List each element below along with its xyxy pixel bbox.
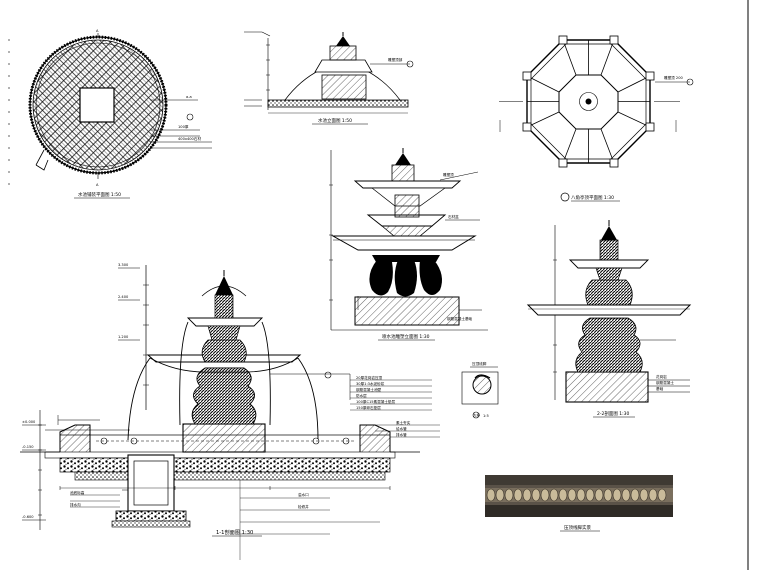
margin-ticks <box>8 39 10 185</box>
plan-circle-view: A A a-a 100厚 400x400石材 水池铺装平面图 1:50 <box>28 29 212 199</box>
plan-mark-top: A <box>96 29 99 33</box>
elev-small-view: 雕塑顶部 水池立面图 1:50 <box>244 31 414 125</box>
level-2: -0.150 <box>22 445 34 449</box>
section2-note-3: 基础 <box>656 386 664 391</box>
section1-left-note-2: 排水沟 <box>70 502 81 507</box>
elev-small-note: 雕塑顶部 <box>388 57 403 62</box>
plan-circle-title: 水池铺装平面图 1:50 <box>78 191 121 198</box>
plan-note-3: 400x400石材 <box>178 136 201 141</box>
sculpture-note-3: 钢筋混凝土基础 <box>447 316 473 321</box>
section2-title: 2-2剖面图 1:30 <box>597 410 630 417</box>
section1-note-5: 100厚C15素混凝土垫层 <box>356 399 396 404</box>
detail-small-view: 压顶线脚 大样 1:5 <box>461 361 499 419</box>
photo-caption: 压顶线脚实景 <box>564 524 591 531</box>
section1-title: 1-1剖面图 1:30 <box>216 528 253 536</box>
section1-note-9: 排水管 <box>396 432 407 437</box>
section1-callouts: 20厚花岗岩压顶 30厚1:3水泥砂浆 钢筋混凝土池壁 防水层 100厚C15素… <box>70 375 440 560</box>
section1-note-7: 素土夯实 <box>396 420 411 425</box>
section1-note-1: 20厚花岗岩压顶 <box>356 375 383 380</box>
section2-note-2: 钢筋混凝土 <box>656 380 674 385</box>
level-3: -0.600 <box>22 515 34 519</box>
section1-note-3: 钢筋混凝土池壁 <box>356 387 382 392</box>
plan-note-1: a-a <box>186 95 192 99</box>
elev-small-title: 水池立面图 1:50 <box>318 117 352 124</box>
level-1: ±0.000 <box>22 420 36 424</box>
section-1-view: 3.300 2.400 1.200 ±0.000 -0.150 -0.600 <box>20 263 440 560</box>
section1-note-11: 检修井 <box>298 504 309 509</box>
level-6: 3.300 <box>118 263 129 267</box>
section-2-view: 花岗岩 钢筋混凝土 基础 2-2剖面图 1:30 <box>526 220 692 418</box>
plan-octagon-view: 雕塑顶 200 八角亭顶平面图 1:30 <box>499 35 694 202</box>
level-4: 1.200 <box>118 335 129 339</box>
detail-scale: 1:5 <box>483 414 489 418</box>
sculpture-title: 喷水池雕塑立面图 1:30 <box>382 333 430 340</box>
photo-view: 压顶线脚实景 <box>485 475 673 532</box>
detail-title: 大样 <box>473 413 481 418</box>
section1-note-8: 给水管 <box>396 426 407 431</box>
level-5: 2.400 <box>118 295 129 299</box>
plan-note-2: 100厚 <box>178 124 189 129</box>
octagon-title: 八角亭顶平面图 1:30 <box>571 194 614 201</box>
section1-note-2: 30厚1:3水泥砂浆 <box>356 381 385 386</box>
sculpture-note-2: 石材盆 <box>448 214 459 219</box>
section2-note-1: 花岗岩 <box>656 374 667 379</box>
octagon-note: 雕塑顶 200 <box>664 75 683 80</box>
plan-mark-bottom: A <box>96 183 99 187</box>
detail-note: 压顶线脚 <box>472 361 487 366</box>
sculpture-note-1: 雕塑顶 <box>443 172 454 177</box>
section1-note-10: 溢水口 <box>298 492 309 497</box>
section1-note-6: 150厚碎石垫层 <box>356 405 381 410</box>
sculpture-elev-view: 雕塑顶 石材盆 钢筋混凝土基础 喷水池雕塑立面图 1:30 <box>329 148 488 341</box>
section1-left-note-1: 池底标高 <box>70 490 85 495</box>
section1-note-4: 防水层 <box>356 393 367 398</box>
